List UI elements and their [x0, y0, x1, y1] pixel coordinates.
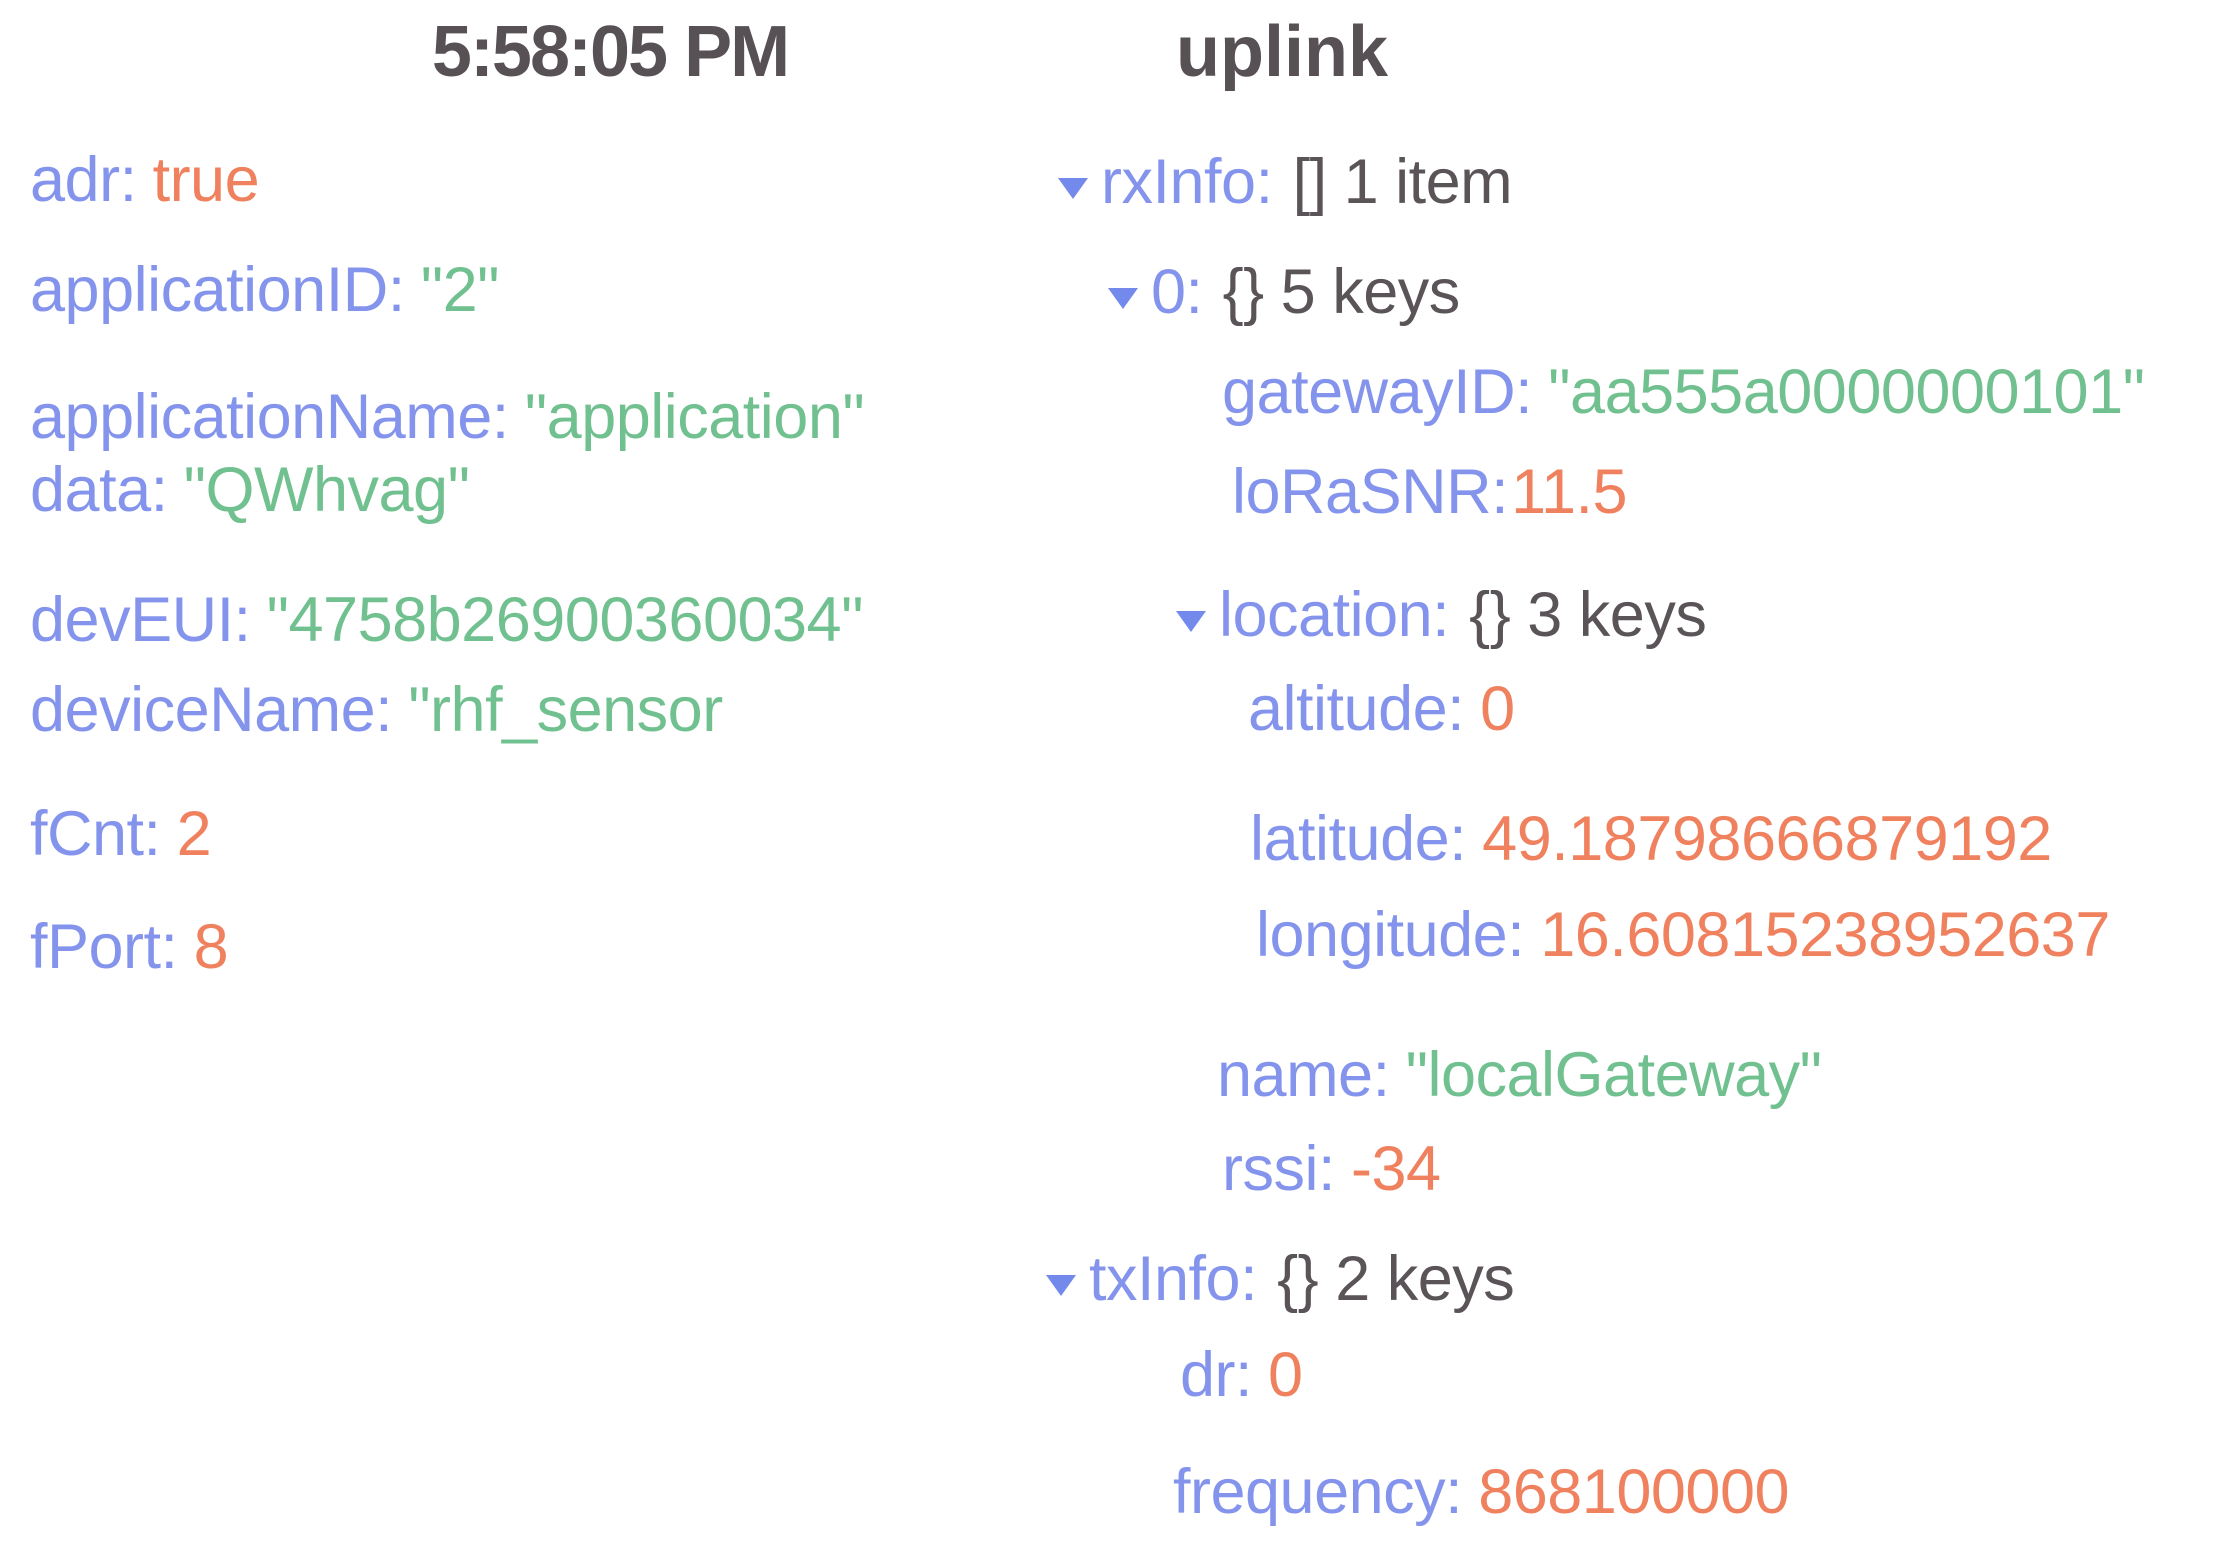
json-key[interactable]: location:: [1219, 580, 1450, 650]
json-key: adr:: [30, 145, 137, 215]
json-key: applicationName:: [30, 382, 509, 452]
json-value: 11.5: [1511, 457, 1628, 527]
json-key: applicationID:: [30, 255, 405, 325]
json-row-location: location:{} 3 keys: [1176, 584, 1707, 647]
json-value: {} 5 keys: [1222, 257, 1461, 327]
json-key: frequency:: [1173, 1457, 1463, 1527]
json-value: 49.18798666879192: [1482, 804, 2052, 874]
json-row-gatewayID: gatewayID:"aa555a0000000101": [1222, 361, 2145, 424]
json-key: data:: [30, 455, 168, 525]
json-row-data: data:"QWhvag": [30, 459, 470, 522]
json-key[interactable]: 0:: [1151, 257, 1203, 327]
json-value: "aa555a0000000101": [1548, 357, 2145, 427]
json-value: "localGateway": [1405, 1040, 1822, 1110]
json-row-deviceName: deviceName:"rhf_sensor: [30, 679, 723, 742]
json-row-fPort: fPort:8: [30, 916, 229, 979]
json-row-latitude: latitude:49.18798666879192: [1250, 808, 2052, 871]
json-value: [] 1 item: [1292, 147, 1513, 217]
json-key: latitude:: [1250, 804, 1467, 874]
json-row-adr: adr:true: [30, 149, 260, 212]
json-row-applicationID: applicationID:"2": [30, 259, 500, 322]
json-key: devEUI:: [30, 585, 251, 655]
collapse-arrow-icon[interactable]: [1176, 611, 1206, 632]
json-value: 16.60815238952637: [1540, 900, 2110, 970]
json-row-loRaSNR: loRaSNR:11.5: [1232, 461, 1628, 524]
json-row-applicationName: applicationName:"application": [30, 386, 865, 449]
json-value: 0: [1480, 674, 1515, 744]
json-key: fCnt:: [30, 799, 161, 869]
json-key: loRaSNR:: [1232, 457, 1509, 527]
json-row-fCnt: fCnt:2: [30, 803, 212, 866]
json-value: "QWhvag": [183, 455, 470, 525]
json-row-rssi: rssi:-34: [1222, 1138, 1441, 1201]
json-key: gatewayID:: [1222, 357, 1533, 427]
collapse-arrow-icon[interactable]: [1046, 1275, 1076, 1296]
json-row-frequency: frequency:868100000: [1173, 1461, 1790, 1524]
json-value: "4758b26900360034": [266, 585, 864, 655]
json-row-altitude: altitude:0: [1248, 678, 1515, 741]
json-row-devEUI: devEUI:"4758b26900360034": [30, 589, 863, 652]
json-row-longitude: longitude:16.60815238952637: [1256, 904, 2110, 967]
json-value: 2: [176, 799, 212, 869]
json-key: deviceName:: [30, 675, 393, 745]
json-row-rxInfo: rxInfo:[] 1 item: [1058, 151, 1513, 214]
json-row-dr: dr:0: [1180, 1344, 1303, 1407]
json-value: {} 2 keys: [1277, 1244, 1515, 1314]
json-value: 8: [193, 912, 229, 982]
json-value: true: [152, 145, 260, 215]
event-type: uplink: [1176, 12, 1388, 92]
json-value: 0: [1268, 1340, 1303, 1410]
json-value: 868100000: [1478, 1457, 1790, 1527]
json-row-array-item-0: 0:{} 5 keys: [1108, 261, 1460, 324]
json-key: altitude:: [1248, 674, 1465, 744]
json-row-name: name:"localGateway": [1217, 1044, 1822, 1107]
json-key: dr:: [1180, 1340, 1253, 1410]
json-key[interactable]: rxInfo:: [1101, 147, 1273, 217]
json-value: -34: [1351, 1134, 1441, 1204]
collapse-arrow-icon[interactable]: [1058, 178, 1088, 199]
json-value: "rhf_sensor: [408, 675, 723, 745]
collapse-arrow-icon[interactable]: [1108, 288, 1138, 309]
json-value: "2": [420, 255, 500, 325]
json-value: {} 3 keys: [1469, 580, 1707, 650]
event-time: 5:58:05 PM: [431, 12, 790, 92]
json-value: "application": [524, 382, 865, 452]
json-key: longitude:: [1256, 900, 1525, 970]
json-key: fPort:: [30, 912, 178, 982]
json-key[interactable]: txInfo:: [1089, 1244, 1258, 1314]
json-key: name:: [1217, 1040, 1390, 1110]
json-key: rssi:: [1222, 1134, 1336, 1204]
json-row-txInfo: txInfo:{} 2 keys: [1046, 1248, 1515, 1311]
